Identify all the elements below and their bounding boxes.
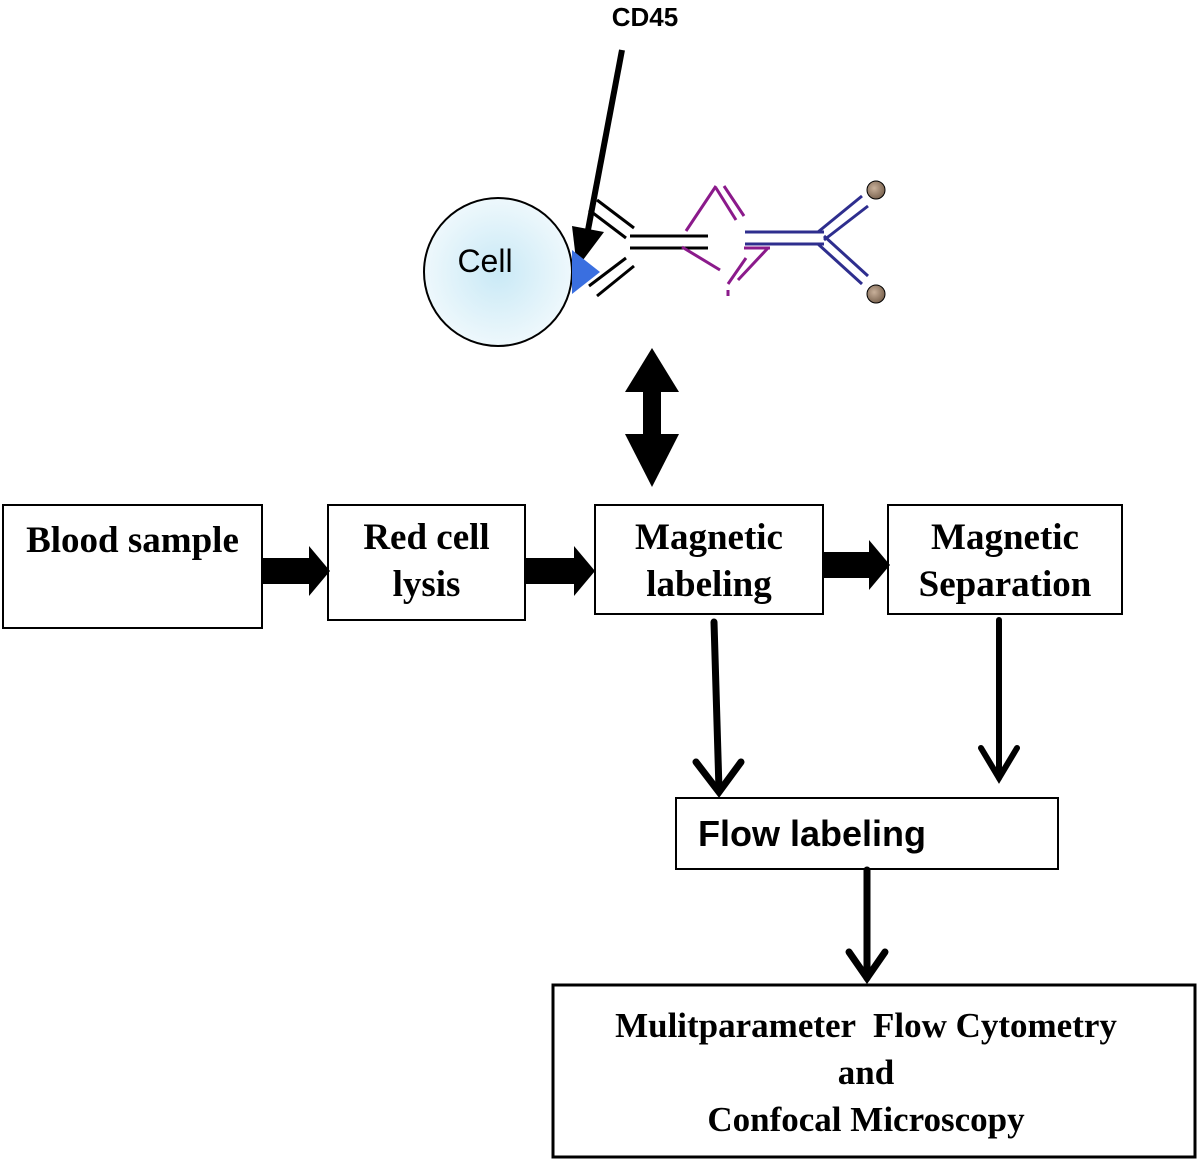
cd45-label: CD45 — [612, 2, 678, 32]
cd45-pointer-arrow — [572, 49, 625, 268]
box-magnetic-separation — [887, 504, 1123, 615]
magnetic-separation-label: Magnetic Separation — [918, 517, 1092, 605]
box-red-cell-lysis — [327, 504, 526, 621]
antigen-marker — [572, 250, 600, 294]
red-cell-lysis-label: Red cell lysis — [363, 517, 490, 605]
secondary-antibody — [745, 194, 870, 286]
magnetic-bead — [866, 180, 886, 200]
block-arrow — [823, 540, 890, 590]
flow-labeling-label: Flow labeling — [698, 813, 927, 854]
box-flow-labeling — [675, 797, 1059, 870]
magnetic-bead — [866, 284, 886, 304]
double-arrow — [625, 348, 679, 487]
primary-antibody — [588, 198, 708, 298]
box-blood-sample — [2, 504, 263, 629]
magnetic-antibody — [681, 185, 770, 296]
down-arrow — [692, 618, 745, 798]
blood-sample-label: Blood sample — [26, 519, 239, 561]
cell-label: Cell — [457, 243, 512, 279]
down-arrow — [845, 866, 889, 985]
final-output-label: Mulitparameter Flow Cytometry and Confoc… — [615, 1005, 1117, 1139]
box-final-output — [551, 983, 1197, 1159]
magnetic-labeling-label: Magnetic labeling — [635, 517, 783, 605]
block-arrow — [263, 546, 330, 596]
box-magnetic-labeling — [594, 504, 824, 615]
down-arrow — [978, 617, 1020, 784]
block-arrow — [526, 546, 595, 596]
